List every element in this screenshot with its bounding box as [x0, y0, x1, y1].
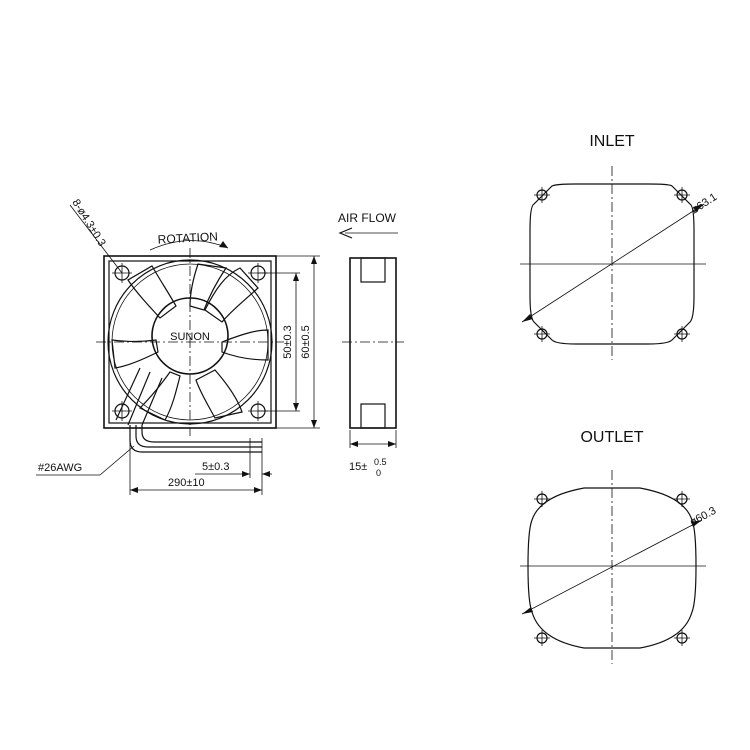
hole-spec-callout: 8-ø4.3±0.3	[69, 197, 123, 274]
rotation-arrow-icon	[219, 241, 228, 248]
side-profile	[349, 257, 397, 429]
inlet-title: INLET	[589, 133, 635, 150]
fan-front-view: SUNON	[96, 248, 284, 436]
wire-gauge-label: #26AWG	[38, 462, 82, 474]
inlet-outline	[529, 183, 695, 345]
hole-spec-label: 8-ø4.3±0.3	[69, 197, 107, 248]
lead-length-label: 290±10	[168, 477, 205, 489]
strip-length-label: 5±0.3	[202, 461, 229, 473]
frame-dimensions: 50±0.3 60±0.5	[258, 255, 320, 429]
inlet-diameter-label: ø63.1	[689, 191, 719, 216]
inner-dimension-label: 50±0.3	[282, 325, 294, 359]
outlet-title: OUTLET	[580, 429, 643, 446]
inlet-view: INLET ø63.1	[520, 133, 719, 360]
brand-label: SUNON	[170, 331, 210, 343]
outlet-diameter-label: ø60.3	[688, 505, 718, 529]
rotation-indicator: ROTATION	[149, 229, 229, 251]
thickness-lower-tolerance: 0	[376, 468, 381, 478]
outer-dimension-label: 60±0.5	[300, 325, 312, 359]
lead-wires: #26AWG 5±0.3 290±10	[36, 425, 272, 495]
outlet-mount-holes	[534, 491, 690, 646]
fan-blades	[111, 263, 269, 421]
inlet-mount-holes	[534, 187, 690, 342]
thickness-label: 15±	[349, 461, 367, 473]
thickness-upper-tolerance: 0.5	[374, 457, 387, 467]
air-flow-label: AIR FLOW	[338, 211, 397, 225]
fan-side-view: AIR FLOW 15± 0.5 0	[338, 211, 404, 478]
rotation-label: ROTATION	[157, 229, 218, 246]
outlet-view: OUTLET ø60.3	[520, 429, 718, 664]
